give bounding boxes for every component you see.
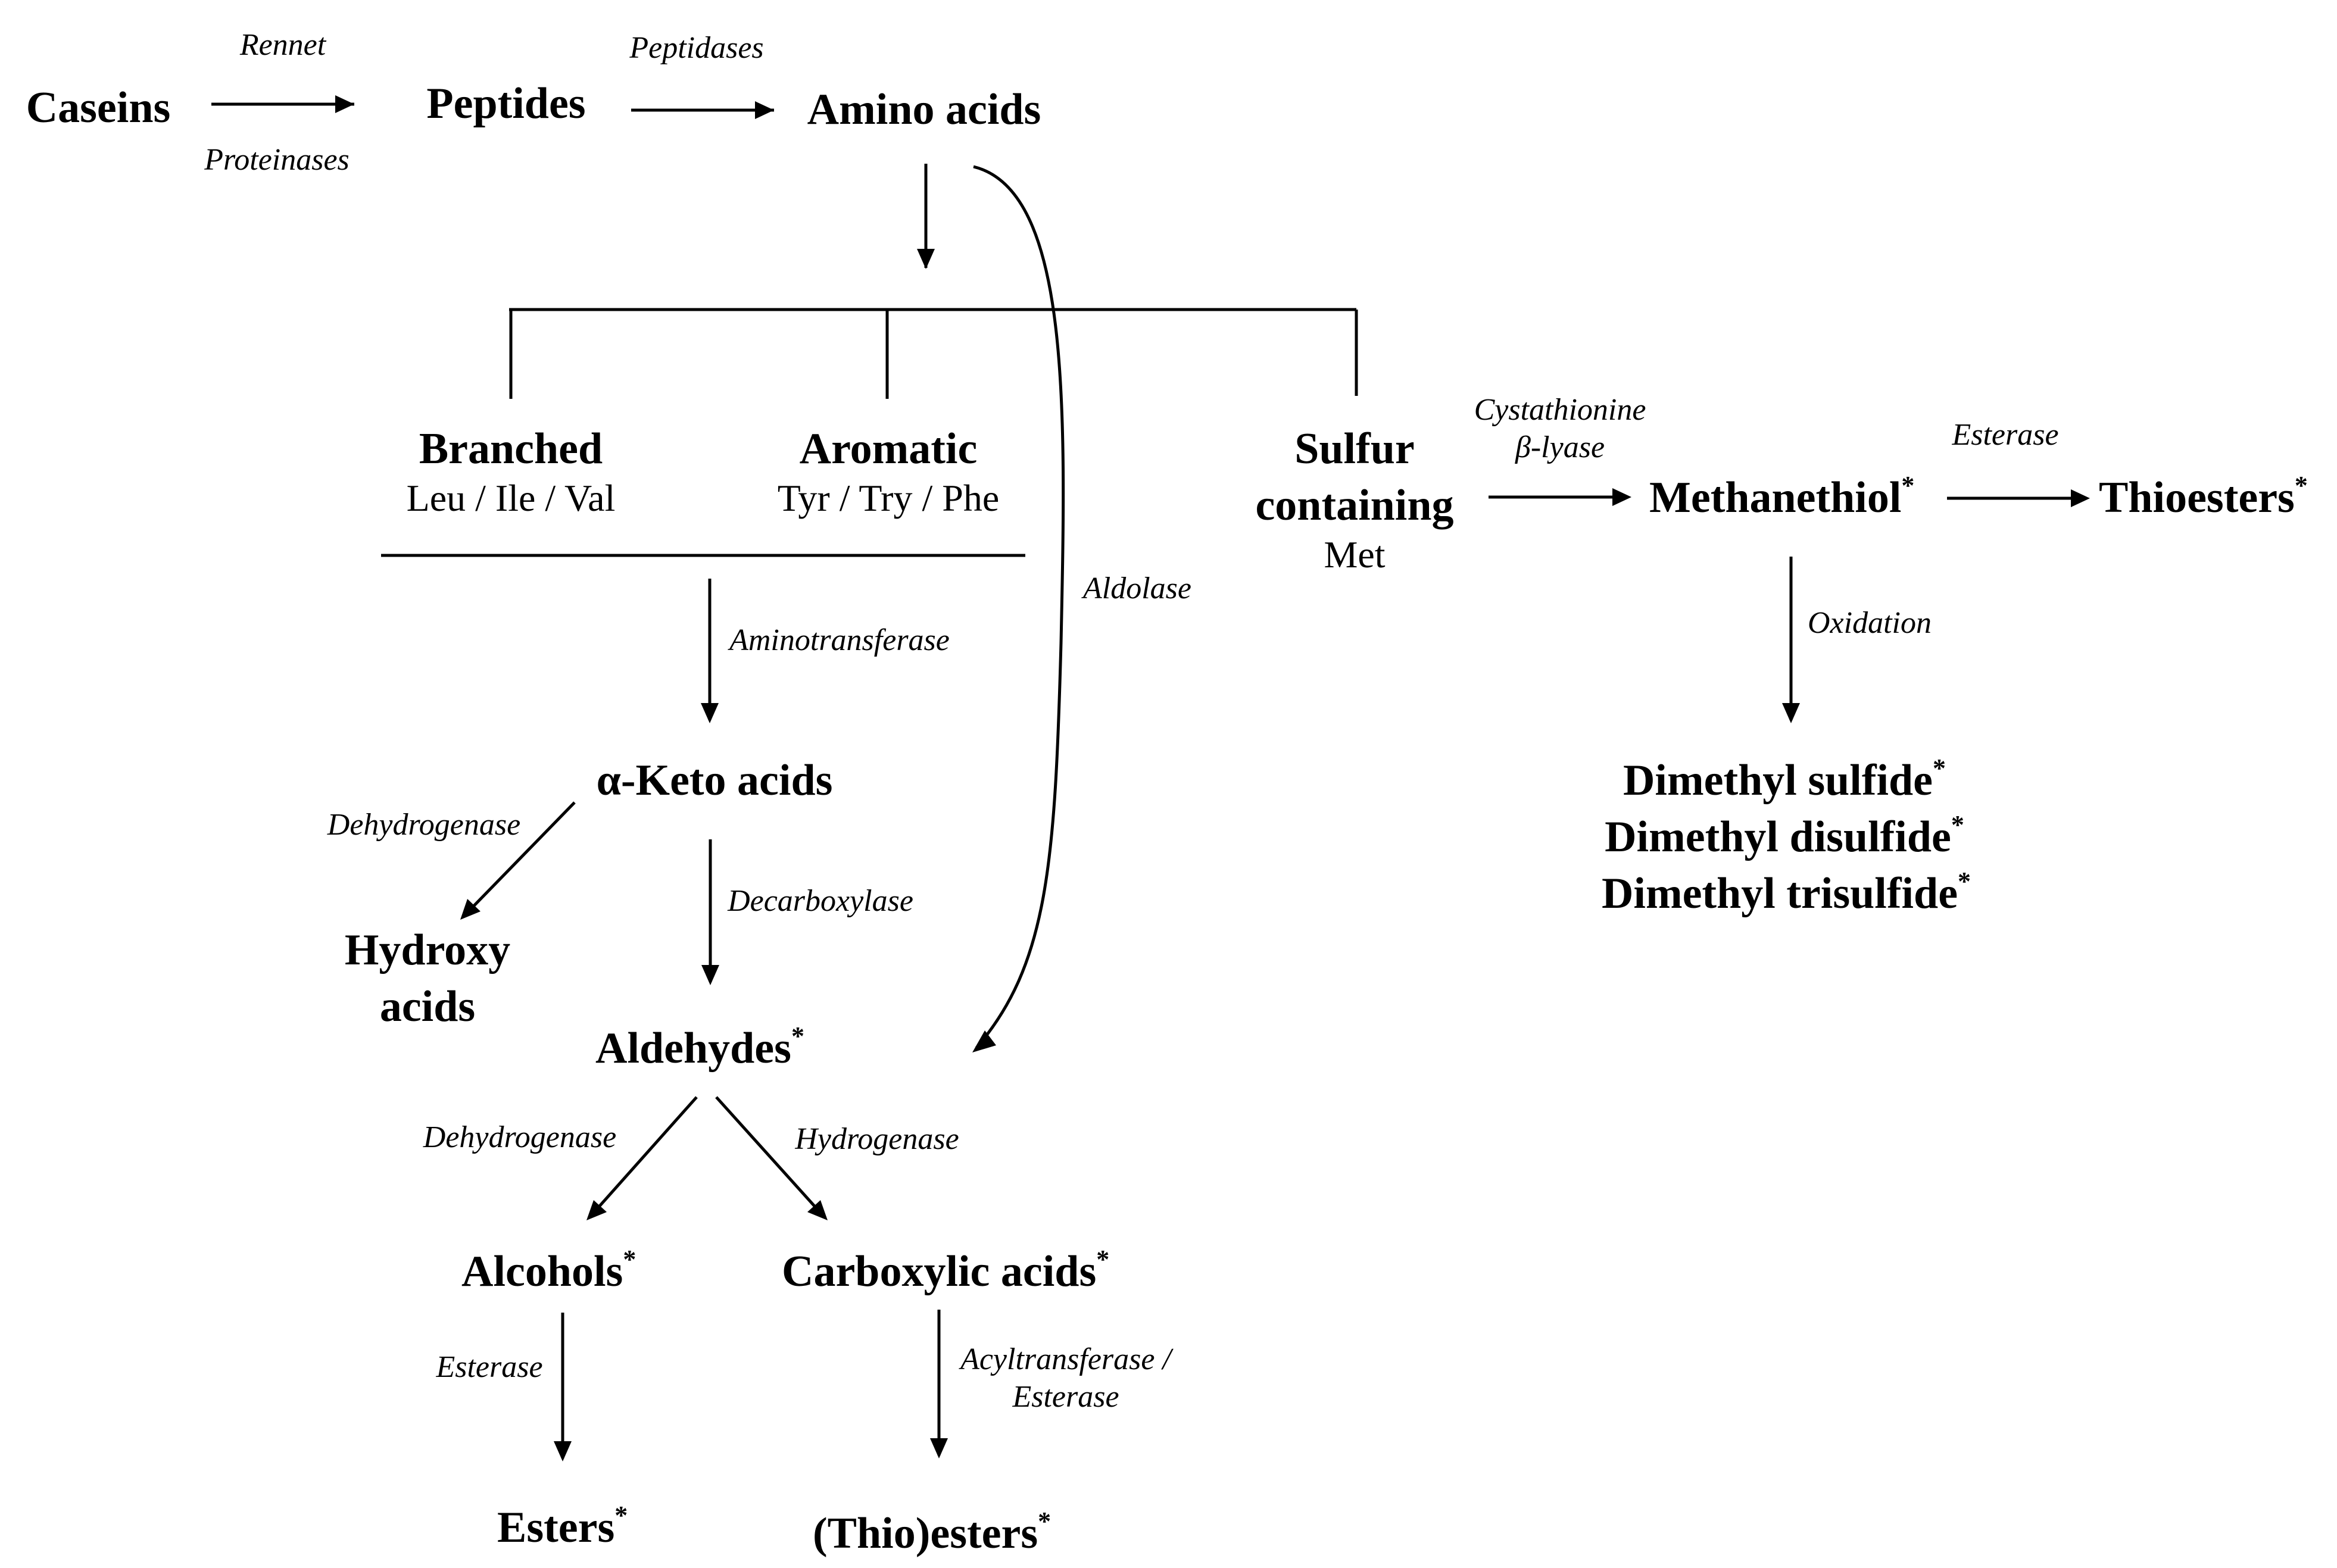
node-thio-esters: (Thio)esters* (813, 1507, 1051, 1558)
node-alcohols: Alcohols* (461, 1245, 636, 1296)
node-branched: Branched (419, 424, 603, 473)
node-hydroxy-line2: acids (380, 982, 475, 1031)
dimethyl-trisulfide-marker: * (1958, 867, 1971, 896)
arrowhead-carboxylic-thioesters (930, 1438, 948, 1458)
arrowhead-caseins-peptides (335, 95, 354, 113)
enzyme-esterase-thio: Esterase (1951, 418, 2058, 452)
arrow-aldolase-curve (973, 165, 1065, 1049)
arrow-keto-hydroxy (462, 801, 576, 918)
arrowhead-ald-alcohols (586, 1200, 607, 1220)
node-hydroxy-line1: Hydroxy (345, 926, 510, 974)
arrowhead-aminotransferase (701, 703, 719, 723)
thio-esters-marker: * (1038, 1507, 1051, 1536)
arrowhead-oxidation (1782, 703, 1800, 723)
arrowhead-keto-hydroxy (460, 899, 480, 920)
carboxylic-acids-label: Carboxylic acids (782, 1247, 1096, 1296)
node-branched-examples: Leu / Ile / Val (407, 477, 616, 519)
arrowhead-peptides-amino-acids (755, 101, 774, 119)
node-methanethiol: Methanethiol* (1649, 471, 1914, 522)
node-aromatic: Aromatic (800, 424, 978, 473)
arrow-ald-carboxylic (715, 1096, 826, 1219)
dimethyl-disulfide-label: Dimethyl disulfide (1605, 813, 1951, 861)
esters-label: Esters (497, 1503, 614, 1552)
arrowhead-methanethiol-thioesters (2071, 489, 2090, 507)
node-dimethyl-trisulfide: Dimethyl trisulfide* (1602, 867, 1971, 918)
enzyme-esterase-alc: Esterase (435, 1350, 542, 1384)
node-sulfur-line1: Sulfur (1294, 424, 1415, 473)
arrowhead-ald-carboxylic (807, 1200, 828, 1220)
alcohols-marker: * (623, 1245, 636, 1274)
arrowhead-decarboxylase (701, 965, 719, 985)
alcohols-label: Alcohols (461, 1247, 623, 1296)
arrowheads (335, 95, 2090, 1461)
methanethiol-label: Methanethiol (1649, 473, 1901, 522)
arrow-ald-alcohols (588, 1096, 698, 1219)
methanethiol-marker: * (1901, 471, 1914, 500)
aldehydes-marker: * (791, 1022, 804, 1051)
enzyme-oxidation: Oxidation (1808, 606, 1932, 640)
dimethyl-sulfide-marker: * (1933, 754, 1946, 783)
enzyme-peptidases: Peptidases (629, 31, 763, 65)
arrowhead-sulfur-methanethiol (1612, 488, 1631, 506)
arrowhead-aldolase (972, 1030, 996, 1052)
enzyme-cystathionine-line2: β-lyase (1515, 430, 1605, 464)
enzyme-dehydrogenase-ald: Dehydrogenase (423, 1120, 616, 1154)
dimethyl-sulfide-label: Dimethyl sulfide (1623, 756, 1933, 805)
node-keto-acids: α-Keto acids (597, 756, 833, 805)
enzyme-acyltransferase-line2: Esterase (1012, 1380, 1119, 1414)
enzyme-dehydrogenase-keto: Dehydrogenase (327, 808, 520, 842)
node-aldehydes: Aldehydes* (595, 1022, 804, 1073)
dimethyl-disulfide-marker: * (1951, 810, 1964, 839)
thioesters-label: Thioesters (2099, 473, 2295, 522)
enzyme-hydrogenase: Hydrogenase (794, 1122, 959, 1156)
aldehydes-label: Aldehydes (595, 1024, 791, 1073)
node-sulfur-examples: Met (1324, 533, 1385, 576)
arrowhead-amino-acids-down (917, 249, 935, 269)
dimethyl-trisulfide-label: Dimethyl trisulfide (1602, 869, 1958, 918)
node-carboxylic-acids: Carboxylic acids* (782, 1245, 1109, 1296)
node-dimethyl-disulfide: Dimethyl disulfide* (1605, 810, 1964, 861)
node-aromatic-examples: Tyr / Try / Phe (778, 477, 1000, 519)
enzyme-proteinases: Proteinases (204, 143, 350, 177)
node-amino-acids: Amino acids (807, 85, 1041, 134)
thioesters-marker: * (2295, 471, 2308, 500)
enzyme-decarboxylase: Decarboxylase (727, 884, 913, 918)
node-peptides: Peptides (426, 79, 585, 128)
enzyme-aldolase: Aldolase (1081, 571, 1191, 605)
enzyme-aminotransferase: Aminotransferase (728, 623, 950, 657)
enzyme-cystathionine-line1: Cystathionine (1474, 393, 1646, 427)
esters-marker: * (614, 1501, 628, 1530)
node-esters: Esters* (497, 1501, 628, 1552)
enzyme-rennet: Rennet (239, 28, 327, 62)
node-caseins: Caseins (26, 83, 171, 132)
carboxylic-acids-marker: * (1096, 1245, 1109, 1274)
node-dimethyl-sulfide: Dimethyl sulfide* (1623, 754, 1946, 805)
thio-esters-label: (Thio)esters (813, 1509, 1038, 1558)
node-sulfur-line2: containing (1255, 481, 1453, 530)
arrowhead-alcohols-esters (554, 1441, 572, 1461)
enzyme-acyltransferase-line1: Acyltransferase / (959, 1342, 1174, 1376)
node-thioesters: Thioesters* (2099, 471, 2308, 522)
